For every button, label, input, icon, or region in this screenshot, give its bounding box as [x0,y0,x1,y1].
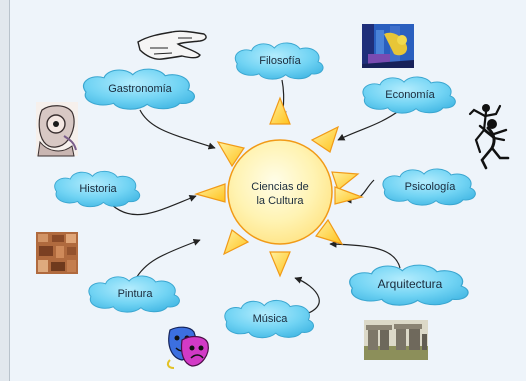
node-economia: Economía [362,76,456,114]
node-gastronomia: Gastronomía [82,68,196,110]
node-label-economia: Economía [385,89,435,101]
sun-hub: Ciencias de la Cultura [193,96,365,278]
center-label-line1: Ciencias de [251,181,308,193]
node-musica: Música [224,299,315,339]
connector-pintura [134,238,201,281]
left-scroll-edge [0,0,10,381]
node-label-historia: Historia [79,183,117,195]
cyclops-sketch-icon [36,102,78,157]
node-label-psicologia: Psicología [405,181,457,193]
sun-core [227,139,333,245]
stonehenge-icon [364,320,428,360]
dancing-figure-icon [478,119,510,170]
node-psicologia: Psicología [382,168,476,206]
connector-gastronomia [139,109,216,150]
node-label-arquitectura: Arquitectura [378,277,443,291]
node-label-gastronomia: Gastronomía [108,83,172,95]
theater-masks-icon [166,326,209,369]
abstract-painting-icon [362,24,414,68]
node-pintura: Pintura [88,275,180,313]
connector-arquitectura [329,240,401,269]
node-historia: Historia [54,170,141,208]
connector-economia [337,109,401,141]
node-label-musica: Música [253,313,289,325]
node-label-pintura: Pintura [118,288,154,300]
mosaic-icon [36,232,78,274]
hand-icon [137,30,207,60]
center-label-line2: la Cultura [256,195,304,207]
node-filosofia: Filosofía [234,42,324,80]
sun-rays [193,96,365,278]
node-arquitectura: Arquitectura [349,264,469,306]
connector-historia [111,194,197,216]
node-label-filosofia: Filosofía [259,55,301,67]
